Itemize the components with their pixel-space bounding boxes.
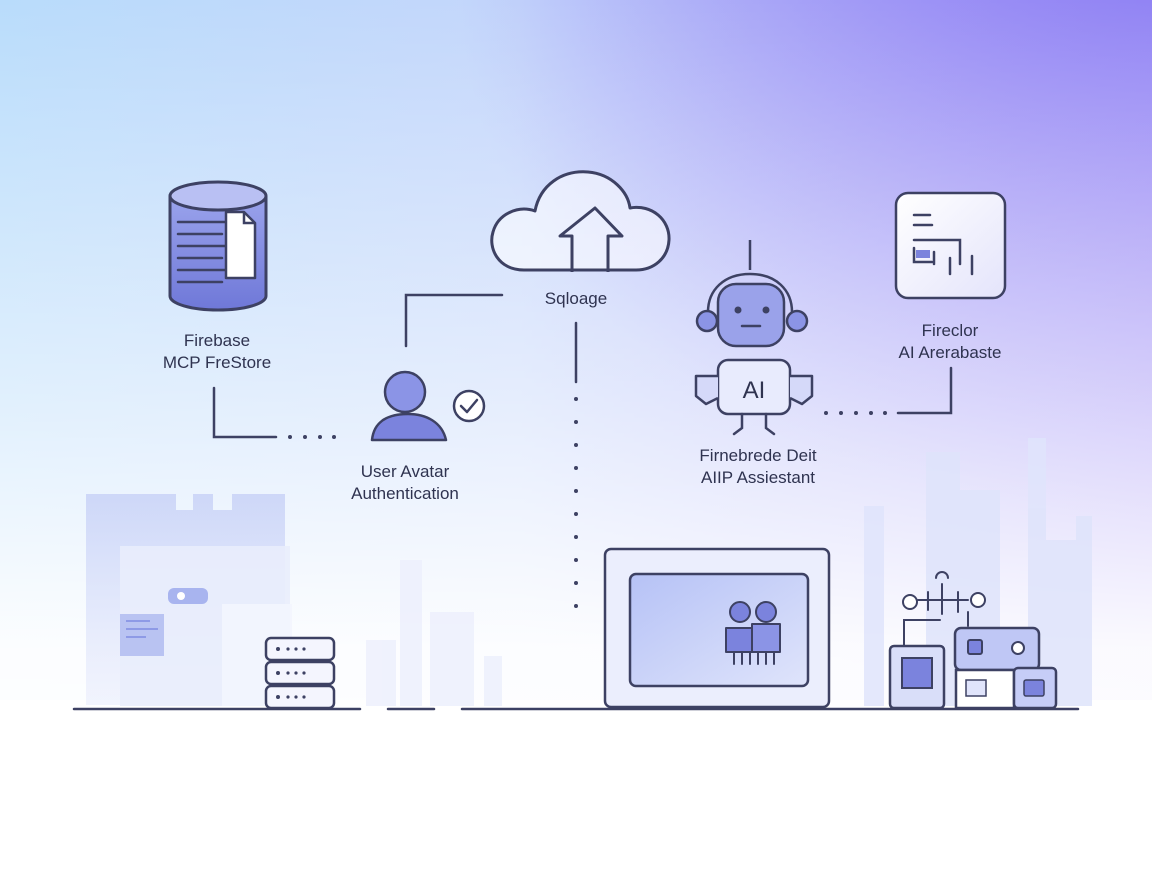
assistant-label: Firnebrede Deit AIIP Assiestant bbox=[668, 445, 848, 489]
server-stack-icon bbox=[264, 636, 336, 710]
cloud-upload-icon bbox=[490, 170, 671, 272]
monitor-users-icon bbox=[603, 547, 831, 709]
connector-lines bbox=[212, 293, 953, 439]
firestore-label: Firebase MCP FreStore bbox=[137, 330, 297, 374]
auth-label: User Avatar Authentication bbox=[325, 461, 485, 505]
storage-label: Sqloage bbox=[496, 288, 656, 310]
user-avatar-icon bbox=[370, 370, 448, 442]
connector-assistant-analytics bbox=[896, 366, 953, 415]
assistant-label-line2: AIIP Assiestant bbox=[700, 468, 816, 487]
verified-check-icon bbox=[452, 389, 486, 423]
connector-auth-storage bbox=[404, 293, 504, 348]
assistant-label-line1: Firnebrede Deit bbox=[699, 446, 817, 465]
city-skyline-middle bbox=[366, 560, 502, 706]
analytics-label-line2: AI Arerabaste bbox=[898, 343, 1002, 362]
auth-label-line2: Authentication bbox=[351, 484, 459, 503]
hardware-devices-icon bbox=[888, 571, 1058, 710]
analytics-panel-icon bbox=[894, 191, 1007, 300]
analytics-label-line1: Fireclor bbox=[921, 321, 979, 340]
firestore-label-line1: Firebase bbox=[183, 331, 251, 350]
connector-firestore-auth bbox=[212, 386, 278, 439]
city-skyline-left bbox=[86, 494, 292, 706]
robot-icon bbox=[694, 240, 814, 436]
firestore-label-line2: MCP FreStore bbox=[162, 353, 272, 372]
window-toggle-shape bbox=[168, 588, 208, 604]
dotted-connectors bbox=[288, 397, 887, 608]
robot-badge: AI bbox=[743, 377, 766, 404]
storage-label-text: Sqloage bbox=[544, 289, 608, 308]
analytics-label: Fireclor AI Arerabaste bbox=[865, 320, 1035, 364]
database-icon bbox=[168, 180, 268, 312]
auth-label-line1: User Avatar bbox=[360, 462, 450, 481]
